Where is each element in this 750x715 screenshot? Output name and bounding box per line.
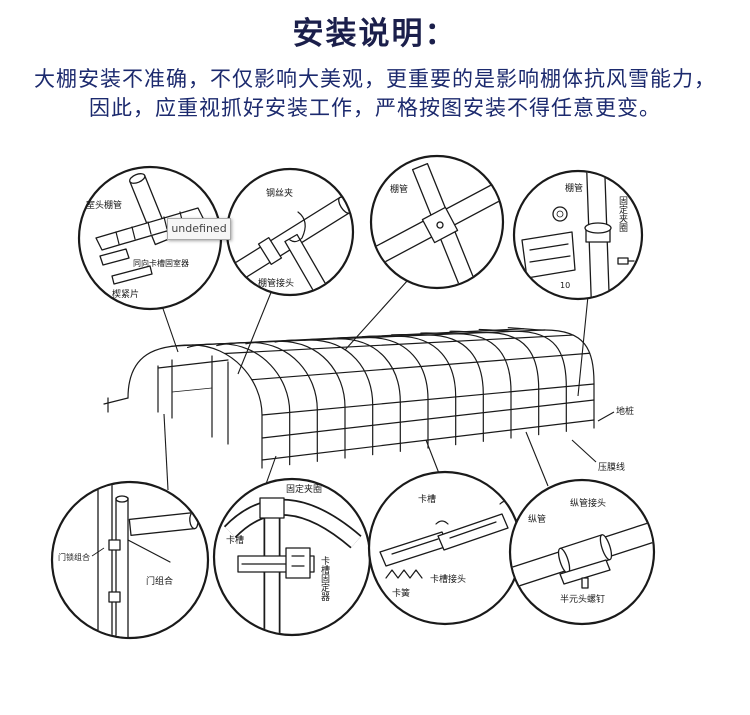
screw-part	[581, 577, 589, 589]
greenhouse-rib	[391, 333, 484, 434]
film-line-leader	[571, 439, 597, 463]
pipe-connector-label: 纵管接头	[570, 497, 606, 509]
greenhouse-rib	[274, 339, 374, 448]
clamp-ring-label: 固定夹圈	[286, 483, 322, 495]
channel-fixer-part	[99, 248, 130, 266]
leader-line	[163, 413, 169, 491]
page-title: 安装说明：	[292, 16, 458, 52]
channel-label: 卡槽	[226, 534, 244, 546]
detail-clamp-ring: 棚管 固定夹圈 10	[512, 169, 644, 301]
leader-line	[425, 439, 441, 477]
detail-wire-clip: 钢丝夹 棚管接头	[225, 167, 355, 297]
film-line-label: 压膜线	[598, 461, 625, 473]
greenhouse-rib	[449, 330, 540, 428]
clamp-ring-part	[259, 497, 285, 519]
channel-label: 卡槽	[418, 493, 436, 505]
ground-stake-label: 地桩	[616, 405, 634, 417]
pipe-label: 棚管	[390, 183, 408, 195]
detail-cross-pipes: 棚管	[369, 154, 505, 290]
left-anchor	[103, 397, 129, 413]
wire-clip-part	[289, 211, 306, 243]
dimension-label: 10	[560, 281, 570, 290]
greenhouse-rib	[420, 332, 512, 431]
greenhouse-rib	[507, 327, 595, 421]
pipe-connector-label: 棚管接头	[258, 277, 294, 289]
door-lock-label: 门锁组合	[58, 552, 90, 562]
screw-label: 半元头螺钉	[560, 593, 605, 605]
greenhouse-purlins	[171, 328, 595, 461]
connector-collar	[257, 236, 283, 266]
front-arch	[127, 344, 263, 461]
bracket-part	[521, 231, 576, 279]
pipe-label: 棚管	[565, 182, 583, 194]
channel-connector-label: 卡槽接头	[430, 573, 466, 585]
leader-lines	[159, 279, 589, 491]
door-post-part	[97, 483, 113, 637]
gable-pipe-label: 室头棚管	[86, 199, 122, 211]
leader-line	[525, 431, 549, 487]
greenhouse-rib	[478, 328, 567, 424]
leader-line	[237, 289, 273, 375]
sleeve-bracket-part	[559, 559, 611, 585]
tooltip: undefined	[167, 218, 231, 240]
front-door-frame	[157, 355, 229, 445]
ground-stakes	[261, 419, 595, 469]
cross-clamp	[421, 206, 459, 244]
longitudinal-pipe-label: 纵管	[528, 513, 546, 525]
wedge-label: 楔紧片	[112, 288, 139, 300]
intro-line-1: 大棚安装不准确，不仅影响大美观，更重要的是影响棚体抗风雪能力，	[34, 67, 716, 91]
greenhouse-ribs	[127, 327, 595, 461]
channel-fixer-label: 同向卡槽固室器	[133, 258, 189, 268]
detail-channel-fixer: 固定夹圈 卡槽 卡槽固定器	[212, 477, 372, 637]
leader-line	[344, 279, 409, 351]
greenhouse-rib	[332, 336, 429, 441]
channel-fixer-part	[285, 547, 311, 579]
detail-channel: 卡槽 卡槽接头 卡簧	[367, 470, 523, 626]
detail-door: 门锁组合 门组合	[50, 480, 210, 640]
door-label: 门组合	[146, 575, 173, 587]
hinge-part	[108, 539, 121, 551]
greenhouse-rib	[245, 340, 346, 451]
intro-line-2: 因此，应重视抓好安装工作，严格按图安装不得任意更变。	[89, 96, 661, 120]
door-frame-part	[115, 497, 129, 637]
spring-label: 卡簧	[392, 587, 410, 599]
greenhouse-rib	[187, 343, 291, 458]
spring-part	[385, 569, 423, 579]
hinge-part	[108, 591, 121, 603]
greenhouse-tunnel: 地桩 压膜线	[103, 327, 634, 473]
ground-stake-leader	[597, 411, 615, 422]
wire-clip-label: 钢丝夹	[266, 187, 293, 199]
channel-connector-part	[437, 513, 509, 551]
detail-longitudinal-pipe: 纵管接头 纵管 半元头螺钉	[508, 478, 656, 626]
leader-line	[577, 295, 589, 397]
leader-line	[265, 455, 277, 485]
wedge-part	[111, 265, 153, 285]
bolt-part	[552, 206, 568, 222]
channel-fixer-label: 卡槽固定器	[319, 555, 330, 601]
greenhouse-rib	[303, 338, 401, 444]
clamp-ring-label: 固定夹圈	[617, 196, 628, 233]
screw-part	[617, 257, 629, 265]
greenhouse-rib	[216, 341, 318, 454]
greenhouse-rib	[361, 335, 457, 438]
